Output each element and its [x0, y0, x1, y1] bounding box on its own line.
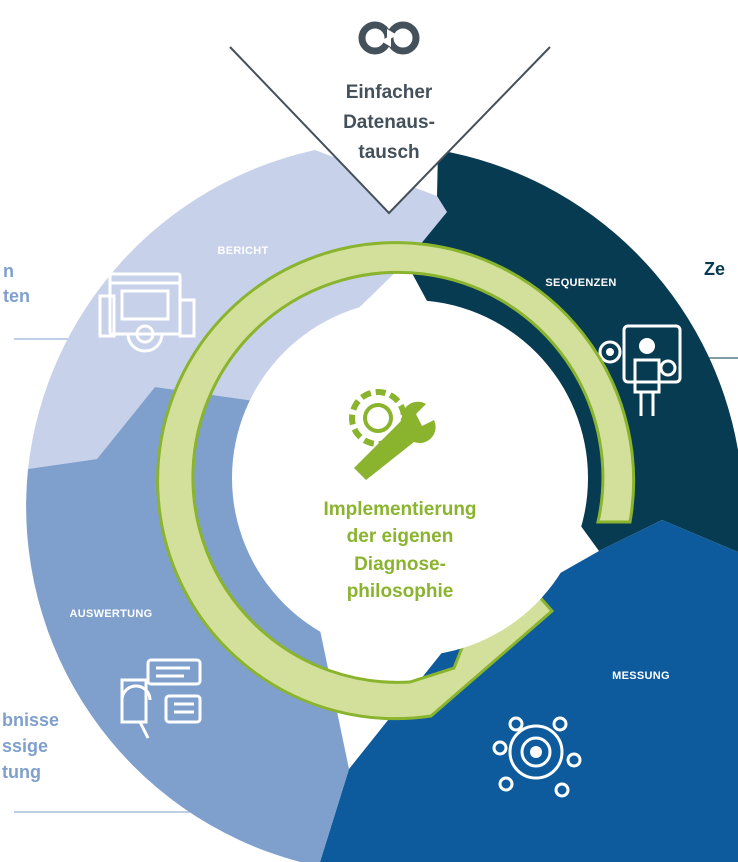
center-line-4: philosophie — [347, 581, 454, 602]
left-top-fragment-2: ten — [3, 286, 30, 306]
evaluation-chat-icon — [120, 658, 202, 739]
right-top-fragment: Ze — [704, 259, 725, 279]
segment-label-bericht: BERICHT — [218, 245, 269, 257]
top-triangle-fill — [230, 47, 550, 213]
segment-label-messung: MESSUNG — [612, 670, 670, 682]
exchange-arrows-icon — [358, 21, 420, 55]
user-gears-icon — [598, 324, 682, 416]
top-badge-line-3: tausch — [358, 142, 419, 163]
top-badge-line-2: Datenaus- — [343, 112, 435, 133]
left-top-fragment-1: n — [3, 261, 14, 281]
top-triangle-outline — [229, 46, 551, 215]
segment-messung — [320, 520, 738, 862]
center-white-disc — [232, 300, 588, 656]
center-line-3: Diagnose- — [354, 554, 446, 575]
left-bottom-fragment-1: bnisse — [2, 710, 59, 730]
segment-label-sequenzen: SEQUENZEN — [545, 277, 616, 289]
left-bottom-fragment-2: ssige — [2, 736, 48, 756]
top-badge: Einfacher Datenaus- tausch — [229, 21, 551, 215]
center-line-2: der eigenen — [347, 526, 454, 547]
center-line-1: Implementierung — [323, 499, 476, 520]
gear-network-icon — [492, 716, 582, 798]
gear-wrench-icon — [349, 389, 436, 480]
top-badge-line-1: Einfacher — [346, 82, 433, 103]
report-window-icon — [98, 272, 196, 353]
center-cycle-arrow — [156, 241, 636, 721]
segment-label-auswertung: AUSWERTUNG — [69, 608, 152, 620]
left-bottom-fragment-3: tung — [2, 762, 41, 782]
